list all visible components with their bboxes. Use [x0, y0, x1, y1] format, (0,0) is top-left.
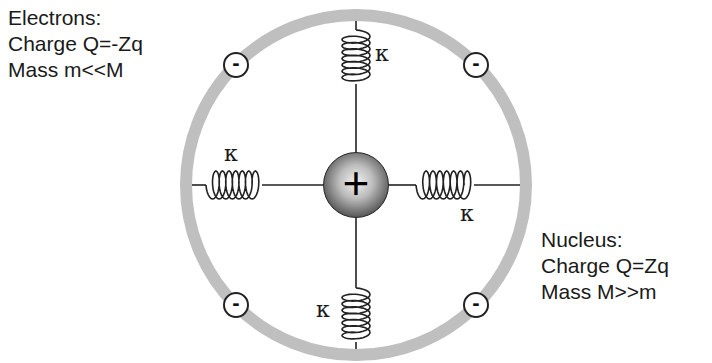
spring-constant: κ	[460, 202, 474, 226]
property-label: Mass M>>m	[541, 280, 657, 304]
spring-coil	[342, 288, 370, 339]
heading-label: Nucleus:	[541, 228, 623, 252]
spring-wire	[389, 184, 416, 186]
spring-wire	[192, 184, 206, 186]
electron-circle: -	[463, 52, 489, 78]
spring-wire	[355, 218, 357, 288]
spring-wire	[355, 84, 357, 152]
electron-circle: -	[223, 292, 249, 318]
spring-group	[192, 21, 520, 349]
charge-sign: +	[343, 160, 370, 206]
charge-sign: -	[472, 292, 479, 314]
nucleus-sphere: +	[323, 152, 389, 218]
spring-wire	[355, 342, 357, 349]
charge-sign: -	[232, 52, 239, 74]
spring-coil	[342, 30, 370, 81]
spring-constant: κ	[224, 142, 238, 166]
spring-constant: κ	[375, 42, 389, 66]
spring-wire	[262, 184, 323, 186]
property-label: Mass m<<M	[8, 58, 124, 82]
electron-circle: -	[463, 292, 489, 318]
spring-coil	[416, 171, 471, 199]
heading-label: Electrons:	[8, 6, 101, 30]
spring-wire	[355, 21, 357, 30]
spring-coil	[206, 171, 259, 199]
spring-wire	[474, 184, 520, 186]
charge-sign: -	[232, 292, 239, 314]
electron-circle: -	[223, 52, 249, 78]
property-label: Charge Q=-Zq	[8, 32, 143, 56]
spring-constant: κ	[316, 298, 330, 322]
electron-ring	[186, 15, 526, 355]
charge-sign: -	[472, 52, 479, 74]
property-label: Charge Q=Zq	[541, 254, 669, 278]
